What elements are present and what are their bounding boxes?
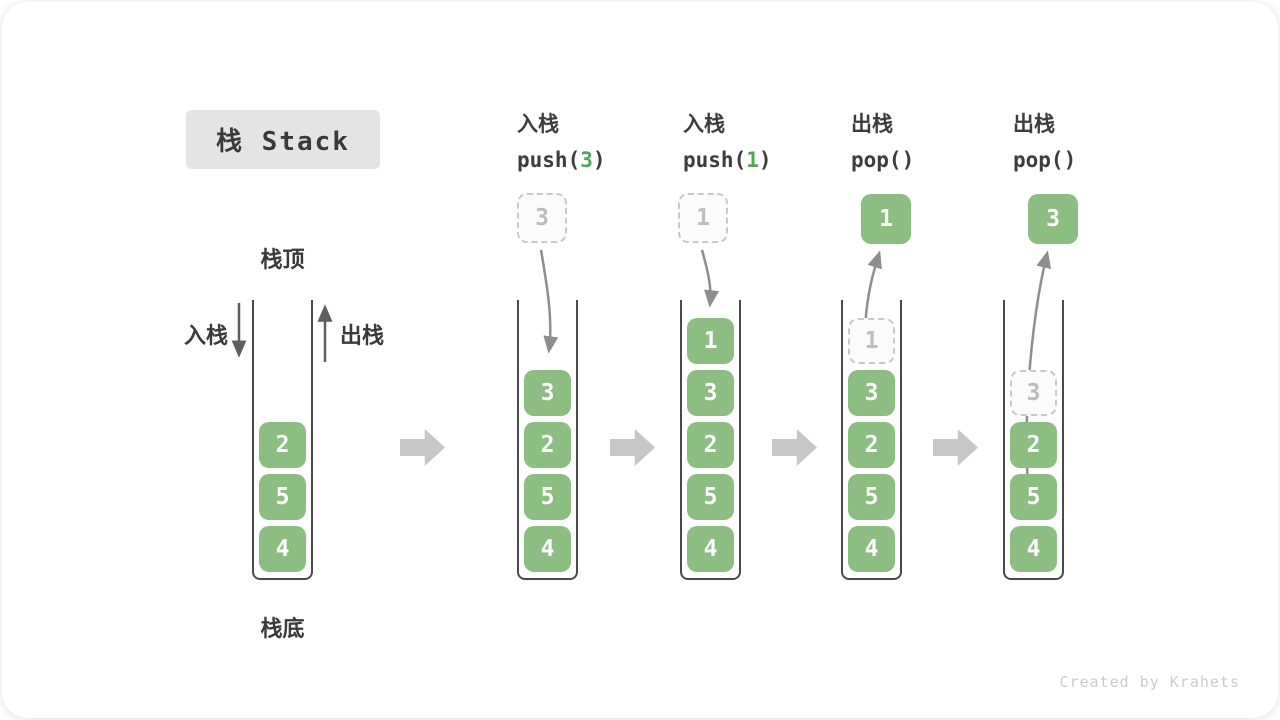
fn-pre: push( <box>517 148 581 172</box>
stack-cell: 4 <box>848 526 895 572</box>
floating-value-text: 3 <box>1046 206 1060 232</box>
stack-cell: 4 <box>1010 526 1057 572</box>
push-side-label: 入栈 <box>184 324 229 349</box>
operation-code: pop() <box>851 142 914 178</box>
fn-post: ) <box>1063 148 1077 172</box>
floating-value-text: 3 <box>535 205 549 231</box>
pop-side-label: 出栈 <box>340 324 385 349</box>
stack-container-5: 3 2 5 4 <box>1003 300 1064 580</box>
stack-cell: 5 <box>687 474 734 520</box>
stack-cell: 3 <box>687 370 734 416</box>
stack-cell-ghost: 3 <box>1010 370 1057 416</box>
operation-code: push(1) <box>683 142 772 178</box>
stack-cell-ghost: 1 <box>848 318 895 364</box>
fn-arg: 1 <box>746 148 759 172</box>
stack-bottom-label: 栈底 <box>260 617 305 642</box>
floating-value-popped-1: 1 <box>861 194 911 244</box>
stack-container-3: 1 3 2 5 4 <box>680 300 741 580</box>
operation-code: pop() <box>1013 142 1076 178</box>
floating-value-popped-3: 3 <box>1028 194 1078 244</box>
operation-label-pop-1: 出栈 pop() <box>851 106 914 178</box>
stack-cell: 2 <box>1010 422 1057 468</box>
operation-name: 入栈 <box>683 112 725 136</box>
stack-cell: 4 <box>524 526 571 572</box>
operation-label-push-1: 入栈 push(1) <box>683 106 772 178</box>
stack-cell: 4 <box>687 526 734 572</box>
fn-post: ) <box>901 148 915 172</box>
stack-cell: 5 <box>1010 474 1057 520</box>
operation-name: 出栈 <box>1013 112 1055 136</box>
operation-name: 出栈 <box>851 112 893 136</box>
diagram-title-text: 栈 Stack <box>216 127 350 157</box>
operation-code: push(3) <box>517 142 606 178</box>
stack-cell: 5 <box>524 474 571 520</box>
floating-value-text: 1 <box>879 206 893 232</box>
stack-cell: 2 <box>848 422 895 468</box>
stack-cell: 2 <box>524 422 571 468</box>
floating-value-text: 1 <box>696 205 710 231</box>
stack-container-2: 3 2 5 4 <box>517 300 578 580</box>
fn-arg: 3 <box>580 148 593 172</box>
fn-pre: pop( <box>1013 148 1064 172</box>
fn-post: ) <box>592 148 606 172</box>
operation-label-pop-2: 出栈 pop() <box>1013 106 1076 178</box>
stack-cell: 5 <box>848 474 895 520</box>
stack-container-4: 1 3 2 5 4 <box>841 300 902 580</box>
stack-cell: 3 <box>524 370 571 416</box>
operation-label-push-3: 入栈 push(3) <box>517 106 606 178</box>
fn-pre: pop( <box>851 148 902 172</box>
stack-container-1: 2 5 4 <box>252 300 313 580</box>
floating-value-push-1: 1 <box>678 193 728 243</box>
fn-pre: push( <box>683 148 747 172</box>
stack-top-label: 栈顶 <box>260 248 305 273</box>
diagram-title: 栈 Stack <box>186 110 380 169</box>
stack-cell: 1 <box>687 318 734 364</box>
stack-cell: 5 <box>259 474 306 520</box>
floating-value-push-3: 3 <box>517 193 567 243</box>
stack-cell: 2 <box>259 422 306 468</box>
watermark: Created by Krahets <box>1059 673 1240 691</box>
fn-post: ) <box>758 148 772 172</box>
stack-cell: 2 <box>687 422 734 468</box>
stack-cell: 3 <box>848 370 895 416</box>
operation-name: 入栈 <box>517 112 559 136</box>
stack-cell: 4 <box>259 526 306 572</box>
